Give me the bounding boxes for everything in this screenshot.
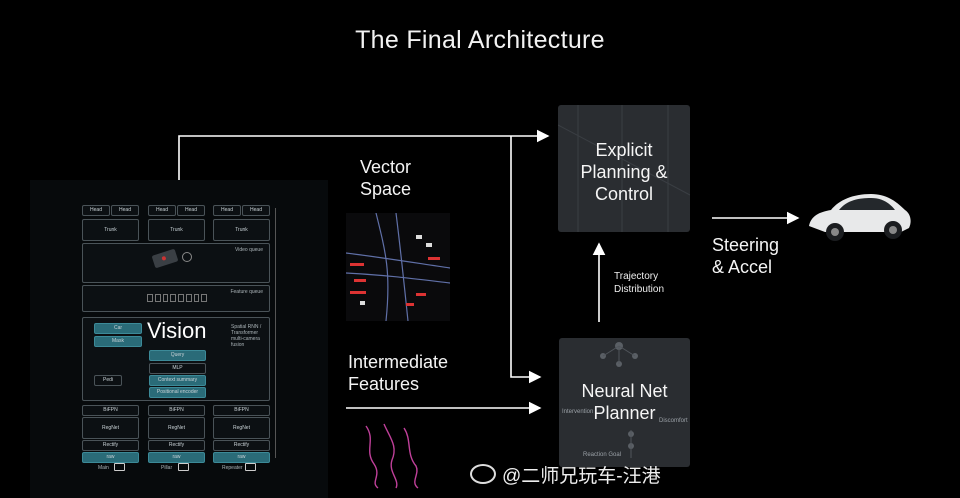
camera-label-repeater: Repeater — [222, 465, 243, 471]
watermark-text: @二师兄玩车-汪港 — [502, 466, 661, 487]
camera-icon — [114, 463, 125, 471]
planner-reaction-goal-label: Reaction Goal — [583, 452, 622, 458]
head-block: Head — [213, 205, 241, 216]
head-block: Head — [177, 205, 205, 216]
pedi-block: Pedi — [94, 375, 122, 386]
feature-queue-label: Feature queue — [230, 289, 263, 295]
rectify-block: Rectify — [213, 440, 270, 451]
planning-line2: Planning & — [580, 162, 668, 182]
planning-background-image — [558, 105, 690, 232]
camera-icon — [245, 463, 256, 471]
mask-block: Mask — [94, 336, 142, 347]
raw-block: raw — [148, 452, 205, 463]
video-queue-block: Video queue — [82, 243, 270, 283]
planner-tree-image — [600, 342, 638, 458]
vision-network-panel: Head Head Head Head Head Head Trunk Trun… — [30, 180, 328, 498]
slide-title: The Final Architecture — [355, 26, 605, 54]
regnet-block: RegNet — [213, 417, 270, 439]
camera-label-main: Main — [98, 465, 109, 471]
vision-to-planning-arrow — [178, 129, 550, 182]
raw-block: raw — [213, 452, 270, 463]
regnet-block: RegNet — [148, 417, 205, 439]
intermediate-features-image — [365, 423, 419, 489]
regnet-block: RegNet — [82, 417, 139, 439]
video-queue-label: Video queue — [235, 247, 263, 253]
head-block: Head — [242, 205, 270, 216]
video-queue-icon — [151, 248, 179, 269]
camera-label-pillar: Pillar — [161, 465, 173, 471]
vector-space-label: Vector Space — [360, 157, 412, 199]
rectify-block: Rectify — [82, 440, 139, 451]
head-block: Head — [148, 205, 176, 216]
context-summary-block: Context summary — [149, 375, 206, 386]
steering-accel-label: Steering & Accel — [712, 235, 780, 277]
bifpn-block: BiFPN — [148, 405, 205, 416]
feature-queue-cells — [147, 294, 207, 302]
explicit-planning-control-box: Explicit Planning & Control — [558, 105, 690, 232]
bracket-line — [275, 208, 276, 458]
planning-line1: Explicit — [595, 140, 653, 160]
watermark: @二师兄玩车-汪港 — [470, 461, 661, 488]
raw-block: raw — [82, 452, 139, 463]
neural-net-planner-box: Neural Net Planner Intervention Discomfo… — [559, 338, 690, 467]
car-image — [809, 194, 911, 241]
split-to-planner-arrow — [510, 136, 542, 384]
query-block: Query — [149, 350, 206, 361]
planner-discomfort-label: Discomfort — [659, 418, 688, 424]
rectify-block: Rectify — [148, 440, 205, 451]
weibo-logo-icon — [470, 464, 496, 484]
vector-space-image — [346, 213, 450, 321]
fusion-note: Spatial RNN / Transformer multi-camera f… — [231, 324, 262, 348]
camera-icon — [178, 463, 189, 471]
trunk-block: Trunk — [148, 219, 205, 241]
head-block: Head — [111, 205, 139, 216]
fusion-block: Spatial RNN / Transformer multi-camera f… — [82, 317, 270, 401]
trunk-block: Trunk — [213, 219, 270, 241]
car-block: Car — [94, 323, 142, 334]
planner-line1: Neural Net — [581, 381, 668, 401]
feature-queue-block: Feature queue — [82, 285, 270, 312]
planner-line2: Planner — [593, 403, 656, 423]
positional-encoder-block: Positional encoder — [149, 387, 206, 398]
intermediate-features-label: Intermediate Features — [348, 352, 449, 394]
mlp-block: MLP — [149, 363, 206, 374]
bifpn-block: BiFPN — [213, 405, 270, 416]
planning-line3: Control — [594, 184, 654, 204]
vision-label: Vision — [147, 318, 207, 343]
trajectory-distribution-label: Trajectory Distribution — [614, 271, 665, 295]
planner-intervention-label: Intervention — [562, 409, 594, 415]
trunk-block: Trunk — [82, 219, 139, 241]
head-block: Head — [82, 205, 110, 216]
bifpn-block: BiFPN — [82, 405, 139, 416]
